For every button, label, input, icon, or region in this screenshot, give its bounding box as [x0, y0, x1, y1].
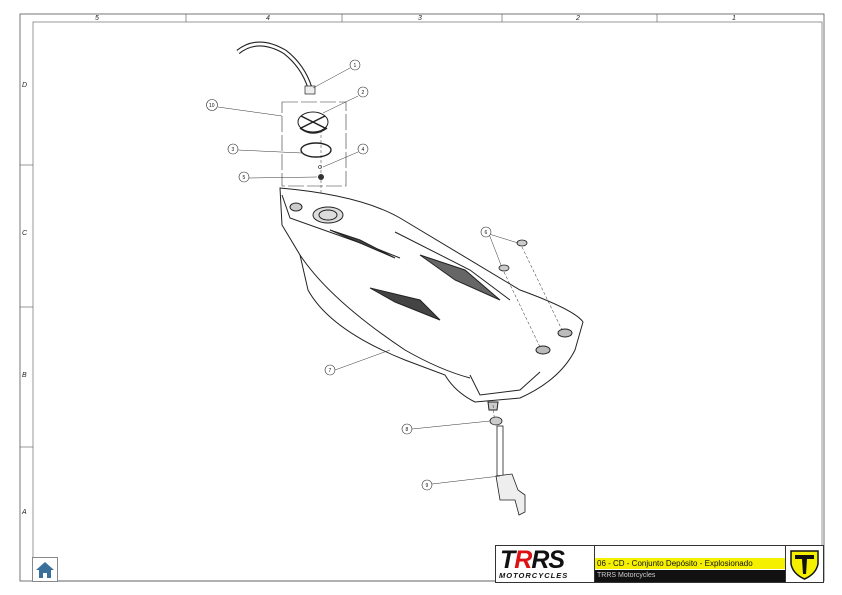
subassembly-box	[281, 101, 347, 187]
callout-5: 5	[243, 175, 246, 181]
callout-7: 7	[329, 368, 332, 374]
callout-1: 1	[354, 63, 357, 69]
column-label: 2	[575, 15, 580, 22]
column-label: 4	[266, 15, 270, 22]
inner-frame	[32, 21, 823, 582]
fuel-line	[496, 425, 504, 477]
row-label: B	[22, 372, 27, 379]
drawing-title: 06 - CD - Conjunto Depósito - Explosiona…	[595, 558, 786, 569]
logo-sub: MOTORCYCLES	[499, 571, 569, 580]
callout-6: 6	[485, 230, 488, 236]
shield-logo-icon	[790, 550, 819, 580]
callout-bubbles	[206, 59, 492, 491]
o-ring	[300, 142, 332, 158]
column-label: 1	[732, 15, 736, 22]
logo-main: TRRS	[500, 546, 565, 574]
column-label: 3	[418, 15, 422, 22]
fuel-tap	[495, 473, 526, 516]
brand-emblem	[785, 546, 823, 582]
title-block: TRRS MOTORCYCLES 06 - CD - Conjunto Depó…	[495, 545, 824, 583]
row-label: C	[22, 230, 28, 237]
zone-ticks	[20, 14, 658, 448]
callout-4: 4	[362, 147, 365, 153]
callout-8: 8	[406, 427, 409, 433]
fuel-tank	[279, 187, 584, 411]
row-label: D	[22, 82, 27, 89]
row-label: A	[21, 509, 27, 516]
column-label: 5	[95, 15, 99, 22]
callout-3: 3	[232, 147, 235, 153]
callout-9: 9	[426, 483, 429, 489]
trrs-logo: TRRS MOTORCYCLES	[496, 546, 595, 582]
home-icon	[36, 562, 54, 578]
home-button[interactable]	[32, 557, 58, 582]
leader-lines	[217, 67, 519, 485]
screws	[498, 239, 563, 348]
hose-clamp	[489, 416, 503, 426]
callout-2: 2	[362, 90, 365, 96]
drawing-subtitle: TRRS Motorcycles	[595, 570, 786, 582]
callout-10: 10	[209, 103, 215, 109]
